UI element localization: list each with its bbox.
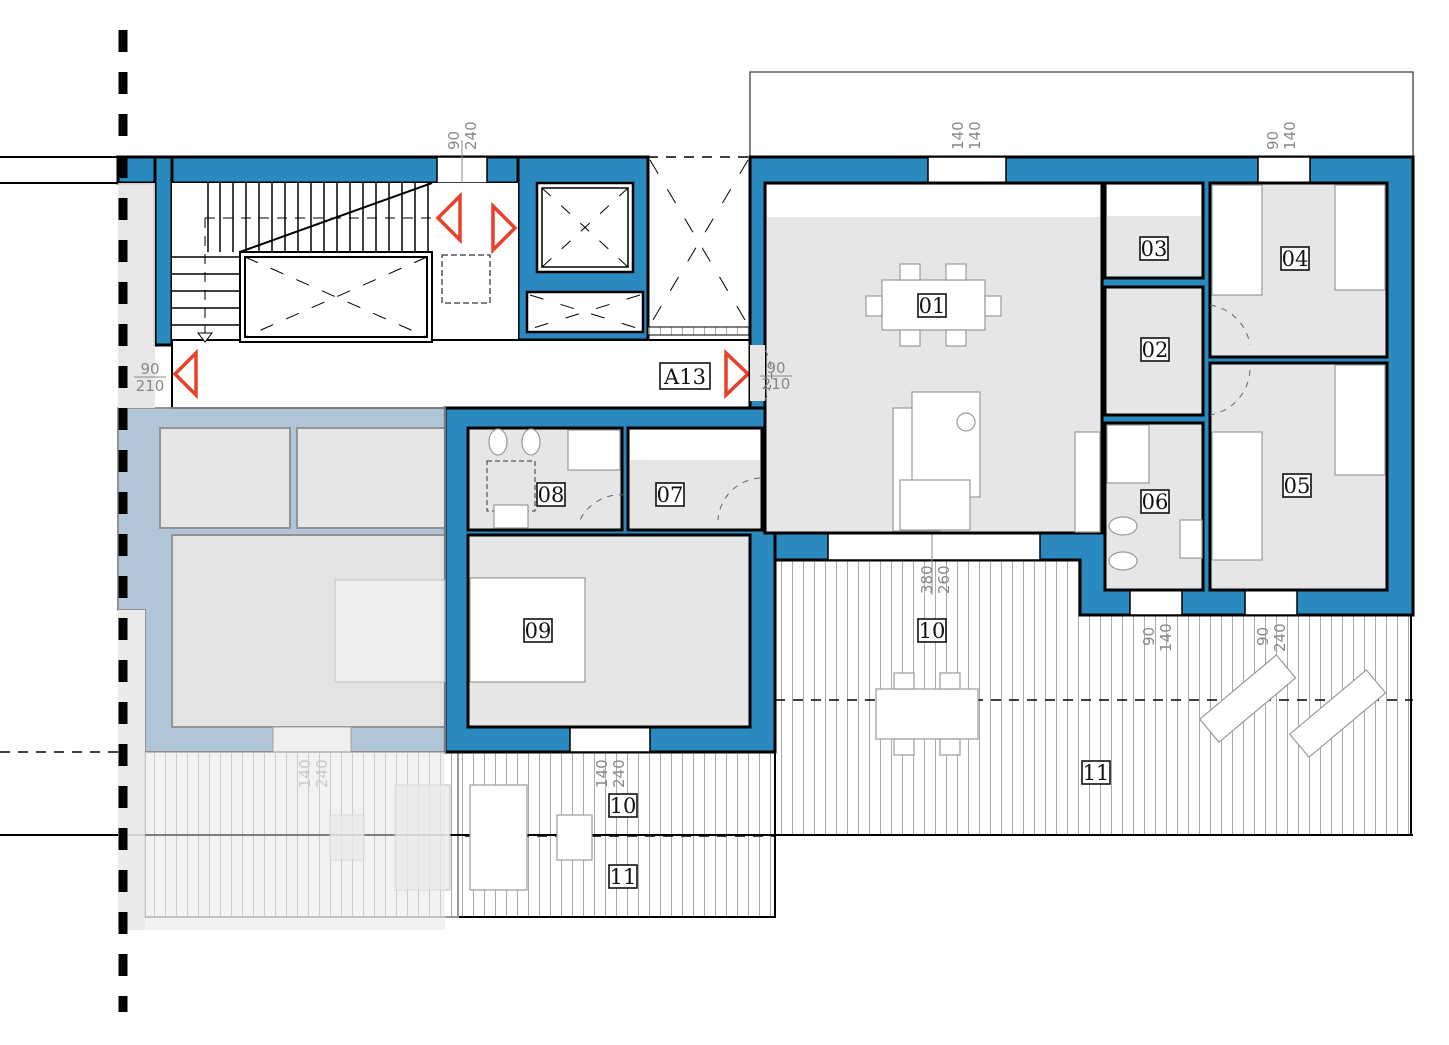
room-label-10-small: 10 (610, 794, 637, 818)
dim-room04-window-w: 90 (1264, 131, 1282, 150)
dim-stair-window-w: 90 (445, 131, 463, 150)
exit-arrow-icon (435, 191, 462, 245)
room-label-06: 06 (1142, 490, 1169, 514)
dim-stair-window-h: 240 (462, 121, 480, 150)
dim-faded-window-w: 140 (296, 759, 314, 788)
room-label-a13: A13 (663, 365, 706, 389)
void-opening (647, 156, 751, 336)
terrace-table (875, 688, 979, 740)
exit-arrow-icon (172, 348, 198, 400)
room-label-05: 05 (1284, 474, 1311, 498)
dim-room09-window-h: 240 (610, 759, 628, 788)
room-label-03: 03 (1141, 237, 1168, 261)
dim-door-left-w: 90 (140, 360, 159, 378)
roof-outline (749, 71, 1414, 158)
dim-room09-window-w: 140 (593, 759, 611, 788)
staircase (172, 182, 437, 343)
exit-arrow-icon (491, 201, 518, 255)
dim-door-right-w: 90 (766, 359, 785, 377)
dim-door-right-h: 210 (762, 375, 791, 393)
dim-door-left-h: 210 (136, 377, 165, 395)
room-label-11: 11 (1083, 761, 1110, 785)
room-label-10: 10 (919, 619, 946, 643)
room-label-02: 02 (1142, 338, 1169, 362)
room-label-11-small: 11 (610, 865, 637, 889)
dim-faded-window-h: 240 (313, 759, 331, 788)
dim-room04-window-h: 140 (1281, 121, 1299, 150)
dim-room06-window-w: 90 (1140, 627, 1158, 646)
room-labels: 01 02 03 04 05 06 07 08 09 10 11 10 11 A… (523, 236, 1312, 889)
dim-living-slider-h: 260 (935, 565, 953, 594)
room-label-07: 07 (657, 483, 684, 507)
dim-living-window-h: 140 (966, 121, 984, 150)
room-label-09: 09 (525, 619, 552, 643)
exit-arrow-icon (724, 348, 751, 400)
stair-core (116, 140, 751, 409)
dim-room05-window-h: 240 (1271, 623, 1289, 652)
dim-room06-window-h: 140 (1157, 623, 1175, 652)
dim-living-slider-w: 380 (918, 565, 936, 594)
shaft-duct (525, 290, 645, 334)
room-label-04: 04 (1282, 247, 1309, 271)
dim-living-window-w: 140 (949, 121, 967, 150)
neighbour-unit-faded (117, 183, 451, 930)
room-label-08: 08 (538, 483, 565, 507)
dim-room05-window-w: 90 (1254, 627, 1272, 646)
apartment-middle (443, 406, 777, 891)
room-label-01: 01 (919, 294, 946, 318)
dimension-labels: 90 240 140 140 90 140 90 210 90 210 380 … (134, 121, 1299, 788)
